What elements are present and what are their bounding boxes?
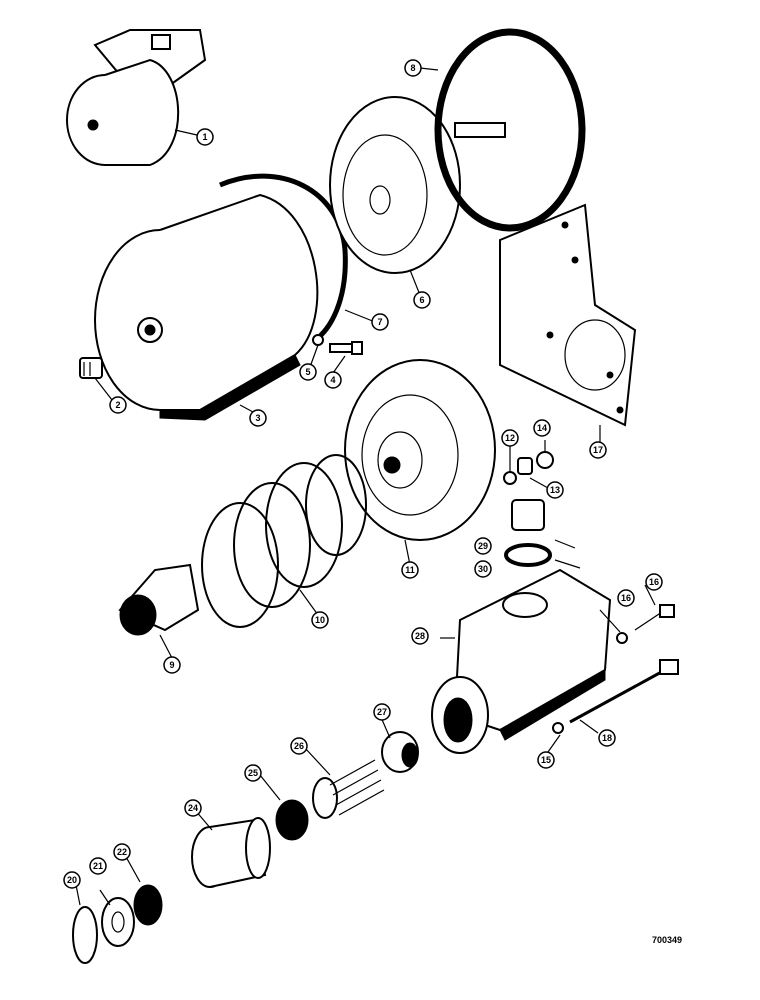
part-9-boot xyxy=(118,563,200,636)
part-24-piston xyxy=(191,817,271,888)
svg-text:22: 22 xyxy=(117,847,127,857)
callout-17: 17 xyxy=(589,441,607,459)
part-10-spring xyxy=(201,454,367,628)
callout-4: 4 xyxy=(324,371,342,389)
svg-text:25: 25 xyxy=(248,768,258,778)
part-2-fitting xyxy=(79,357,103,379)
callout-30: 30 xyxy=(474,560,492,578)
callout-9: 9 xyxy=(163,656,181,674)
svg-text:4: 4 xyxy=(330,375,335,385)
svg-text:9: 9 xyxy=(169,660,174,670)
callout-28: 28 xyxy=(411,627,429,645)
part-26-small-spring xyxy=(312,759,385,819)
callout-2: 2 xyxy=(109,396,127,414)
callout-18: 18 xyxy=(598,729,616,747)
part-1-small-cylinder xyxy=(66,29,207,166)
svg-text:27: 27 xyxy=(377,707,387,717)
callout-27: 27 xyxy=(373,703,391,721)
svg-text:2: 2 xyxy=(115,400,120,410)
callout-21: 21 xyxy=(89,857,107,875)
svg-text:13: 13 xyxy=(550,485,560,495)
svg-text:8: 8 xyxy=(410,63,415,73)
svg-text:7: 7 xyxy=(377,317,382,327)
callout-13: 13 xyxy=(546,481,564,499)
callout-8: 8 xyxy=(404,59,422,77)
callout-25: 25 xyxy=(244,764,262,782)
callout-11: 11 xyxy=(401,561,419,579)
svg-text:17: 17 xyxy=(593,445,603,455)
callout-20: 20 xyxy=(63,871,81,889)
callout-3: 3 xyxy=(249,409,267,427)
callout-26: 26 xyxy=(290,737,308,755)
svg-text:21: 21 xyxy=(93,861,103,871)
svg-text:5: 5 xyxy=(305,367,310,377)
part-17-mounting-bracket xyxy=(499,203,637,427)
svg-text:16: 16 xyxy=(649,577,659,587)
svg-text:18: 18 xyxy=(602,733,612,743)
svg-text:1: 1 xyxy=(202,132,207,142)
callout-1: 1 xyxy=(196,128,214,146)
callout-16b: 16 xyxy=(645,573,663,591)
callout-10: 10 xyxy=(311,611,329,629)
svg-text:14: 14 xyxy=(537,423,547,433)
callout-24: 24 xyxy=(184,799,202,817)
svg-text:12: 12 xyxy=(505,433,515,443)
callout-15: 15 xyxy=(537,751,555,769)
svg-text:20: 20 xyxy=(67,875,77,885)
callout-22: 22 xyxy=(113,843,131,861)
svg-text:6: 6 xyxy=(419,295,424,305)
part-12-13-14-small-parts xyxy=(503,451,554,485)
part-28-master-cylinder-body xyxy=(431,568,612,754)
part-8-o-ring xyxy=(434,28,586,232)
part-4-5-bolt-washer xyxy=(312,334,363,355)
callout-5: 5 xyxy=(299,363,317,381)
part-3-large-canister xyxy=(94,193,319,421)
part-25-seal xyxy=(275,799,309,841)
svg-text:15: 15 xyxy=(541,755,551,765)
part-11-end-housing xyxy=(344,359,496,541)
svg-text:29: 29 xyxy=(478,541,488,551)
callout-6: 6 xyxy=(413,291,431,309)
part-7-gasket xyxy=(219,173,348,343)
svg-text:3: 3 xyxy=(255,413,260,423)
part-16-18-bolts xyxy=(552,604,679,734)
callout-7: 7 xyxy=(371,313,389,331)
part-20-21-22-rings xyxy=(72,884,163,964)
svg-text:24: 24 xyxy=(188,803,198,813)
svg-text:28: 28 xyxy=(415,631,425,641)
callout-12: 12 xyxy=(501,429,519,447)
svg-text:16: 16 xyxy=(621,593,631,603)
callout-14: 14 xyxy=(533,419,551,437)
svg-text:26: 26 xyxy=(294,741,304,751)
svg-text:10: 10 xyxy=(315,615,325,625)
part-27-cup xyxy=(381,731,419,773)
svg-text:30: 30 xyxy=(478,564,488,574)
svg-text:11: 11 xyxy=(405,565,415,575)
callout-29: 29 xyxy=(474,537,492,555)
part-6-piston-plate xyxy=(329,96,506,274)
part-29-30-plug-seal xyxy=(504,499,552,567)
reference-code: 700349 xyxy=(652,935,682,945)
callout-16a: 16 xyxy=(617,589,635,607)
